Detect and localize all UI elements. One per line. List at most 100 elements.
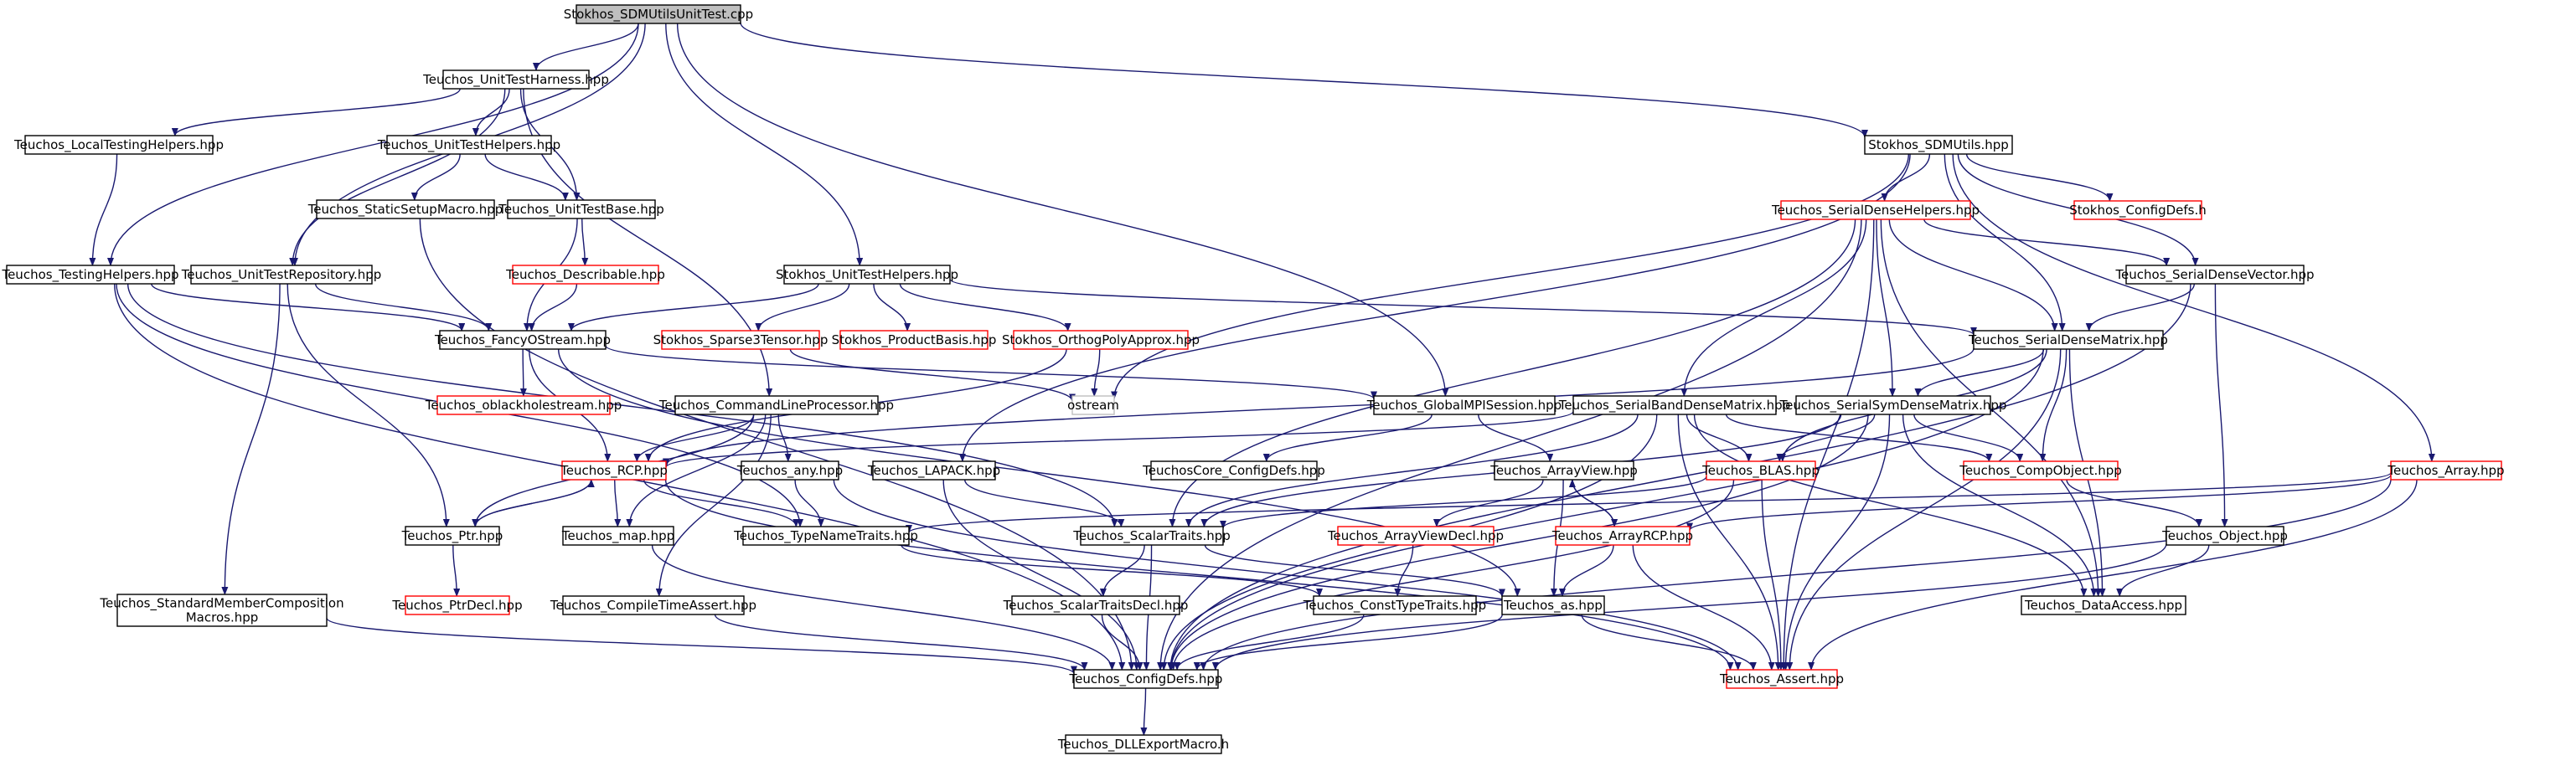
node-label: Teuchos_ArrayView.hpp [1489,463,1638,479]
node-label: Stokhos_Sparse3Tensor.hpp [653,332,829,348]
edge-clp-to-any [777,414,792,462]
node-teuchos-as-hpp[interactable]: Teuchos_as.hpp [1501,595,1605,615]
node-label: Stokhos_UnitTestHelpers.hpp [776,267,958,283]
node-teuchos-localtestinghelpers-hpp[interactable]: Teuchos_LocalTestingHelpers.hpp [13,135,224,155]
node-teuchos-serialdensehelpers-hpp[interactable]: Teuchos_SerialDenseHelpers.hpp [1771,200,1980,220]
node-teuchos-describable-hpp[interactable]: Teuchos_Describable.hpp [505,265,665,285]
node-label: Teuchos_ConfigDefs.hpp [1069,671,1223,687]
node-box [1013,330,1189,350]
node-teuchos-rcp-hpp[interactable]: Teuchos_RCP.hpp [560,460,668,481]
node-box [562,526,674,546]
node-teuchos-lapack-hpp[interactable]: Teuchos_LAPACK.hpp [867,460,1000,481]
edge-sbdm-to-assert [1677,414,1782,671]
node-label: Teuchos_SerialSymDenseMatrix.hpp [1779,398,2007,414]
node-box [2166,526,2284,546]
node-teuchos-testinghelpers-hpp[interactable]: Teuchos_TestingHelpers.hpp [1,265,179,285]
edge-sdmu-to-scfg [1965,153,2114,202]
edge-utr-to-fos [314,283,493,332]
edge-sdmu-to-sdh [1881,153,1931,202]
node-stokhos-sparse3tensor-hpp[interactable]: Stokhos_Sparse3Tensor.hpp [653,330,829,350]
node-teuchos-object-hpp[interactable]: Teuchos_Object.hpp [2161,526,2288,546]
node-teuchos-compiletimeassert-hpp[interactable]: Teuchos_CompileTimeAssert.hpp [550,595,756,615]
node-teuchos-compobject-hpp[interactable]: Teuchos_CompObject.hpp [1959,460,2122,481]
edge-clp-to-map [626,414,767,527]
node-stokhos-sdmutils-hpp[interactable]: Stokhos_SDMUtils.hpp [1864,135,2013,155]
node-teuchos-ptr-hpp[interactable]: Teuchos_Ptr.hpp [401,526,503,546]
node-stokhos-configdefs-h[interactable]: Stokhos_ConfigDefs.h [2069,200,2207,220]
edge-sdh-to-assert [1780,219,1875,671]
node-label: Teuchos_LAPACK.hpp [867,463,1000,479]
node-label: Teuchos_BLAS.hpp [1701,463,1820,479]
node-teuchos-serialdensevector-hpp[interactable]: Teuchos_SerialDenseVector.hpp [2114,265,2315,285]
node-teuchos-scalartraits-hpp[interactable]: Teuchos_ScalarTraits.hpp [1072,526,1231,546]
node-teuchos-typenametraits-hpp[interactable]: Teuchos_TypeNameTraits.hpp [733,526,918,546]
node-label: Teuchos_StandardMemberComposition [99,596,343,612]
node-teuchos-unittestharness-hpp[interactable]: Teuchos_UnitTestHarness.hpp [422,69,609,90]
node-stokhos-orthogpolyapprox-hpp[interactable]: Stokhos_OrthogPolyApprox.hpp [1002,330,1200,350]
node-teuchos-serialdensematrix-hpp[interactable]: Teuchos_SerialDenseMatrix.hpp [1968,330,2168,350]
node-label: Teuchos_SerialDenseVector.hpp [2114,267,2314,283]
node-box [1706,460,1816,481]
edge-sbdm-to-blas [1685,414,1753,462]
node-label: Teuchos_ScalarTraitsDecl.hpp [1003,598,1189,614]
node-teuchos-arrayviewdecl-hpp[interactable]: Teuchos_ArrayViewDecl.hpp [1327,526,1504,546]
node-stokhos-productbasis-hpp[interactable]: Stokhos_ProductBasis.hpp [832,330,997,350]
node-teuchos-fancyostream-hpp[interactable]: Teuchos_FancyOStream.hpp [434,330,611,350]
node-teuchos-standardmembercomposition-macros-hpp[interactable]: Teuchos_StandardMemberCompositionMacros.… [99,594,344,627]
edge-smc-to-cfg [326,617,1077,675]
node-teuchos-globalmpisession-hpp[interactable]: Teuchos_GlobalMPISession.hpp [1366,395,1562,415]
node-teuchos-serialsymdensematrix-hpp[interactable]: Teuchos_SerialSymDenseMatrix.hpp [1779,395,2007,415]
edge-fos-to-as [557,348,1521,597]
node-box [442,69,590,90]
node-box [512,265,659,285]
edge-blas-to-st [1220,476,1707,529]
edge-sdh-to-sdv [1923,219,2171,266]
edge-rcp-to-map [614,479,622,527]
node-teuchos-blas-hpp[interactable]: Teuchos_BLAS.hpp [1701,460,1820,481]
node-ostream[interactable]: ostream [1067,395,1119,415]
edge-sdmu-to-arr [1952,153,2435,462]
node-teuchos-arrayview-hpp[interactable]: Teuchos_ArrayView.hpp [1489,460,1638,481]
node-teuchos-any-hpp[interactable]: Teuchos_any.hpp [736,460,843,481]
edge-sdmu-to-ostream [1111,153,1910,400]
node-teuchos-assert-hpp[interactable]: Teuchos_Assert.hpp [1719,669,1844,689]
node-teuchos-arrayrcp-hpp[interactable]: Teuchos_ArrayRCP.hpp [1551,526,1693,546]
edge-suth-to-fos [568,283,819,332]
node-label: Teuchos_SerialBandDenseMatrix.hpp [1558,398,1790,414]
node-teuchos-oblackholestream-hpp[interactable]: Teuchos_oblackholestream.hpp [425,395,622,415]
node-teuchos-unittestrepository-hpp[interactable]: Teuchos_UnitTestRepository.hpp [181,265,382,285]
node-label: Teuchos_SerialDenseHelpers.hpp [1771,203,1980,219]
edge-sdm-to-rcp [663,348,1975,467]
node-label: Macros.hpp [186,610,259,625]
node-teuchos-ptrdecl-hpp[interactable]: Teuchos_PtrDecl.hpp [391,595,523,615]
node-teuchos-staticsetupmacro-hpp[interactable]: Teuchos_StaticSetupMacro.hpp [307,199,503,219]
node-label: Teuchos_UnitTestRepository.hpp [181,267,382,283]
node-box [783,265,951,285]
edge-uth-to-lth [171,88,461,136]
node-box [1080,526,1224,546]
node-teuchos-unittesthelpers-hpp[interactable]: Teuchos_UnitTestHelpers.hpp [377,135,560,155]
node-teuchos-array-hpp[interactable]: Teuchos_Array.hpp [2387,460,2505,481]
node-teuchos-serialbanddensematrix-hpp[interactable]: Teuchos_SerialBandDenseMatrix.hpp [1558,395,1790,415]
node-teuchos-dataaccess-hpp[interactable]: Teuchos_DataAccess.hpp [2021,595,2186,615]
node-teuchos-map-hpp[interactable]: Teuchos_map.hpp [561,526,674,546]
node-box [1065,734,1222,754]
node-box [436,395,611,415]
node-box [1011,595,1180,615]
edge-ssm-to-cfg [419,218,1135,671]
node-teuchos-commandlineprocessor-hpp[interactable]: Teuchos_CommandLineProcessor.hpp [658,395,894,415]
node-stokhos-unittesthelpers-hpp[interactable]: Stokhos_UnitTestHelpers.hpp [776,265,958,285]
node-teuchos-unittestbase-hpp[interactable]: Teuchos_UnitTestBase.hpp [498,199,664,219]
node-teuchoscore-configdefs-hpp[interactable]: TeuchosCore_ConfigDefs.hpp [1142,460,1325,481]
node-label: Teuchos_StaticSetupMacro.hpp [307,202,503,218]
node-teuchos-dllexportmacro-h[interactable]: Teuchos_DLLExportMacro.h [1057,734,1229,754]
node-teuchos-configdefs-hpp[interactable]: Teuchos_ConfigDefs.hpp [1069,669,1223,689]
node-stokhos-sdmutilsunittest-cpp[interactable]: Stokhos_SDMUtilsUnitTest.cpp [564,4,753,24]
node-box [439,330,607,350]
edge-suth-to-opa [899,283,1071,332]
node-teuchos-scalartraitsdecl-hpp[interactable]: Teuchos_ScalarTraitsDecl.hpp [1003,595,1189,615]
node-teuchos-consttypetraits-hpp[interactable]: Teuchos_ConstTypeTraits.hpp [1303,595,1486,615]
node-label: Teuchos_FancyOStream.hpp [434,332,611,348]
node-box [116,594,328,627]
